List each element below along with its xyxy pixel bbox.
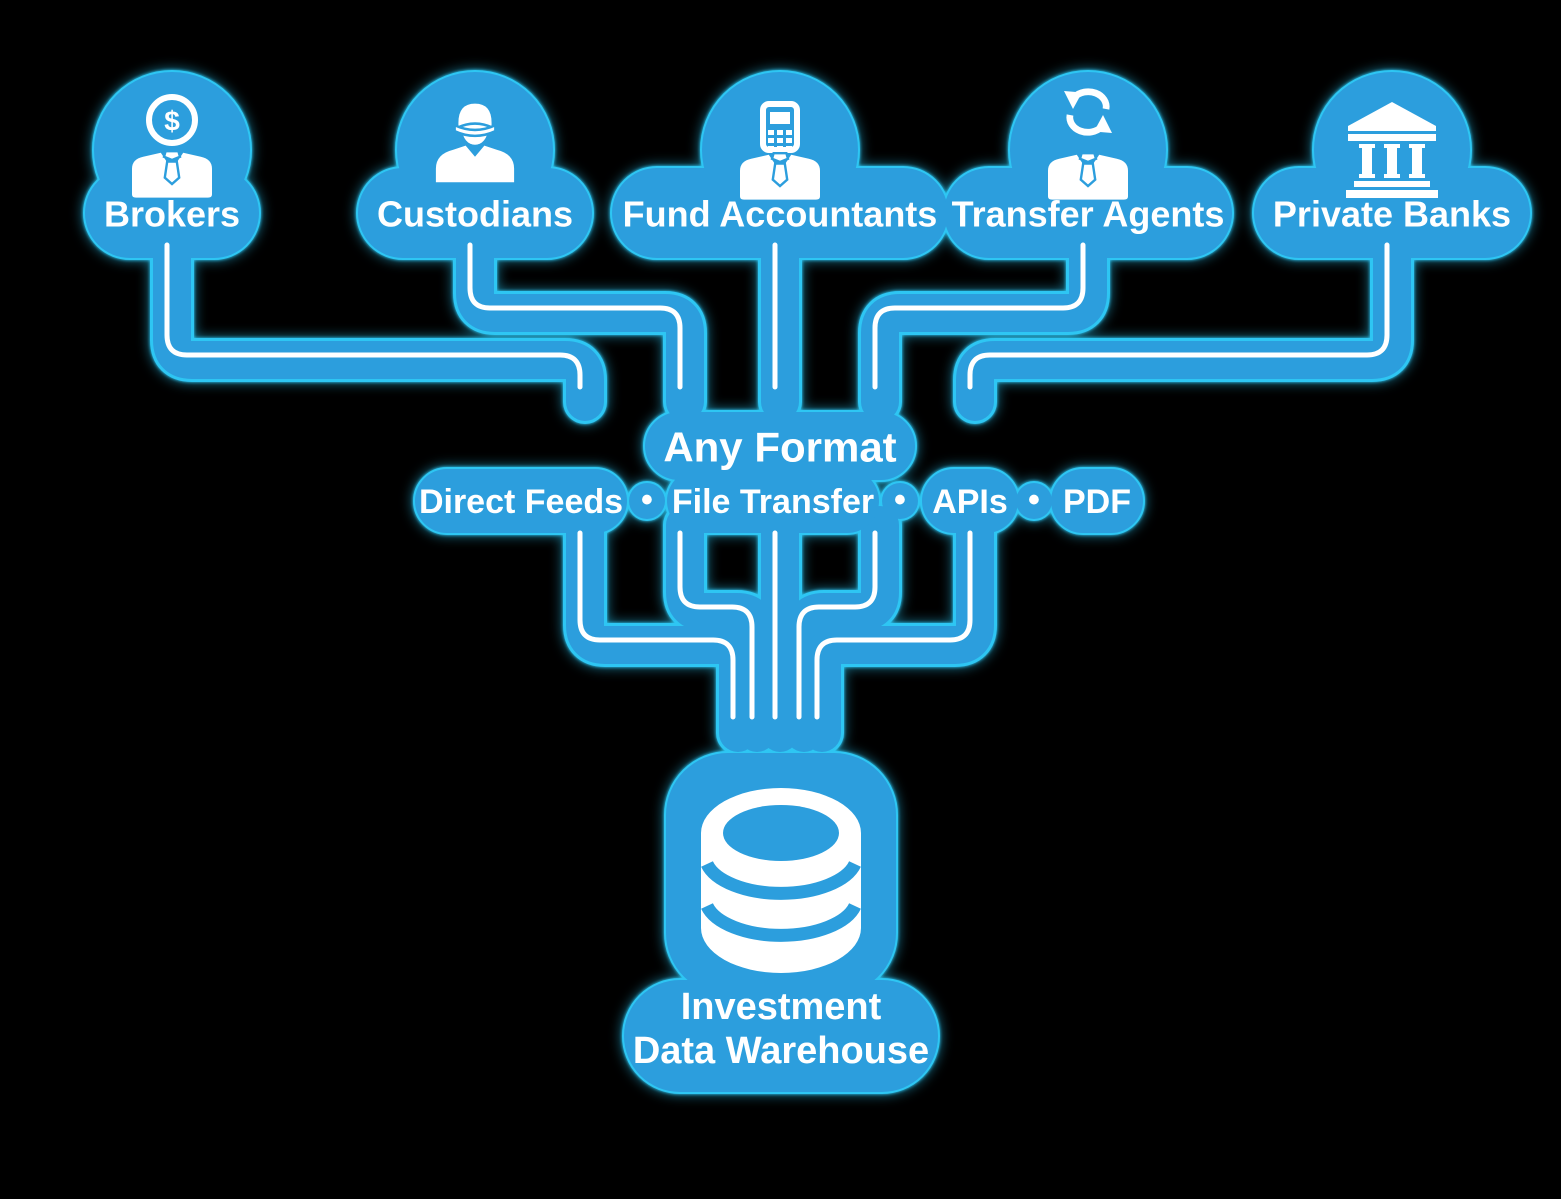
format-file-transfer: File Transfer xyxy=(672,483,874,521)
calculator-person-icon xyxy=(738,101,822,201)
source-label-fund-accountants: Fund Accountants xyxy=(623,194,938,235)
diagram: $ xyxy=(83,70,1532,1094)
format-pdf: PDF xyxy=(1063,483,1131,521)
source-label-transfer-agents: Transfer Agents xyxy=(952,194,1225,235)
warehouse-label-line2: Data Warehouse xyxy=(633,1030,929,1072)
format-direct-feeds: Direct Feeds xyxy=(419,483,623,521)
dollar-sign: $ xyxy=(164,106,180,137)
dollar-person-icon: $ xyxy=(130,94,214,199)
hub-title: Any Format xyxy=(663,424,896,471)
capped-person-icon xyxy=(435,101,515,183)
bullet-separator-1: • xyxy=(641,481,653,519)
source-label-custodians: Custodians xyxy=(377,194,573,235)
connector-core-lines xyxy=(164,242,1390,720)
format-apis: APIs xyxy=(932,483,1008,521)
swap-arrows-person-icon xyxy=(1046,88,1130,201)
bank-building-icon xyxy=(1346,102,1438,198)
bullet-separator-3: • xyxy=(1028,481,1040,519)
bullet-separator-2: • xyxy=(894,481,906,519)
source-label-brokers: Brokers xyxy=(104,194,240,235)
source-label-private-banks: Private Banks xyxy=(1273,194,1511,235)
database-icon xyxy=(701,788,861,973)
warehouse-label-line1: Investment xyxy=(681,986,882,1028)
